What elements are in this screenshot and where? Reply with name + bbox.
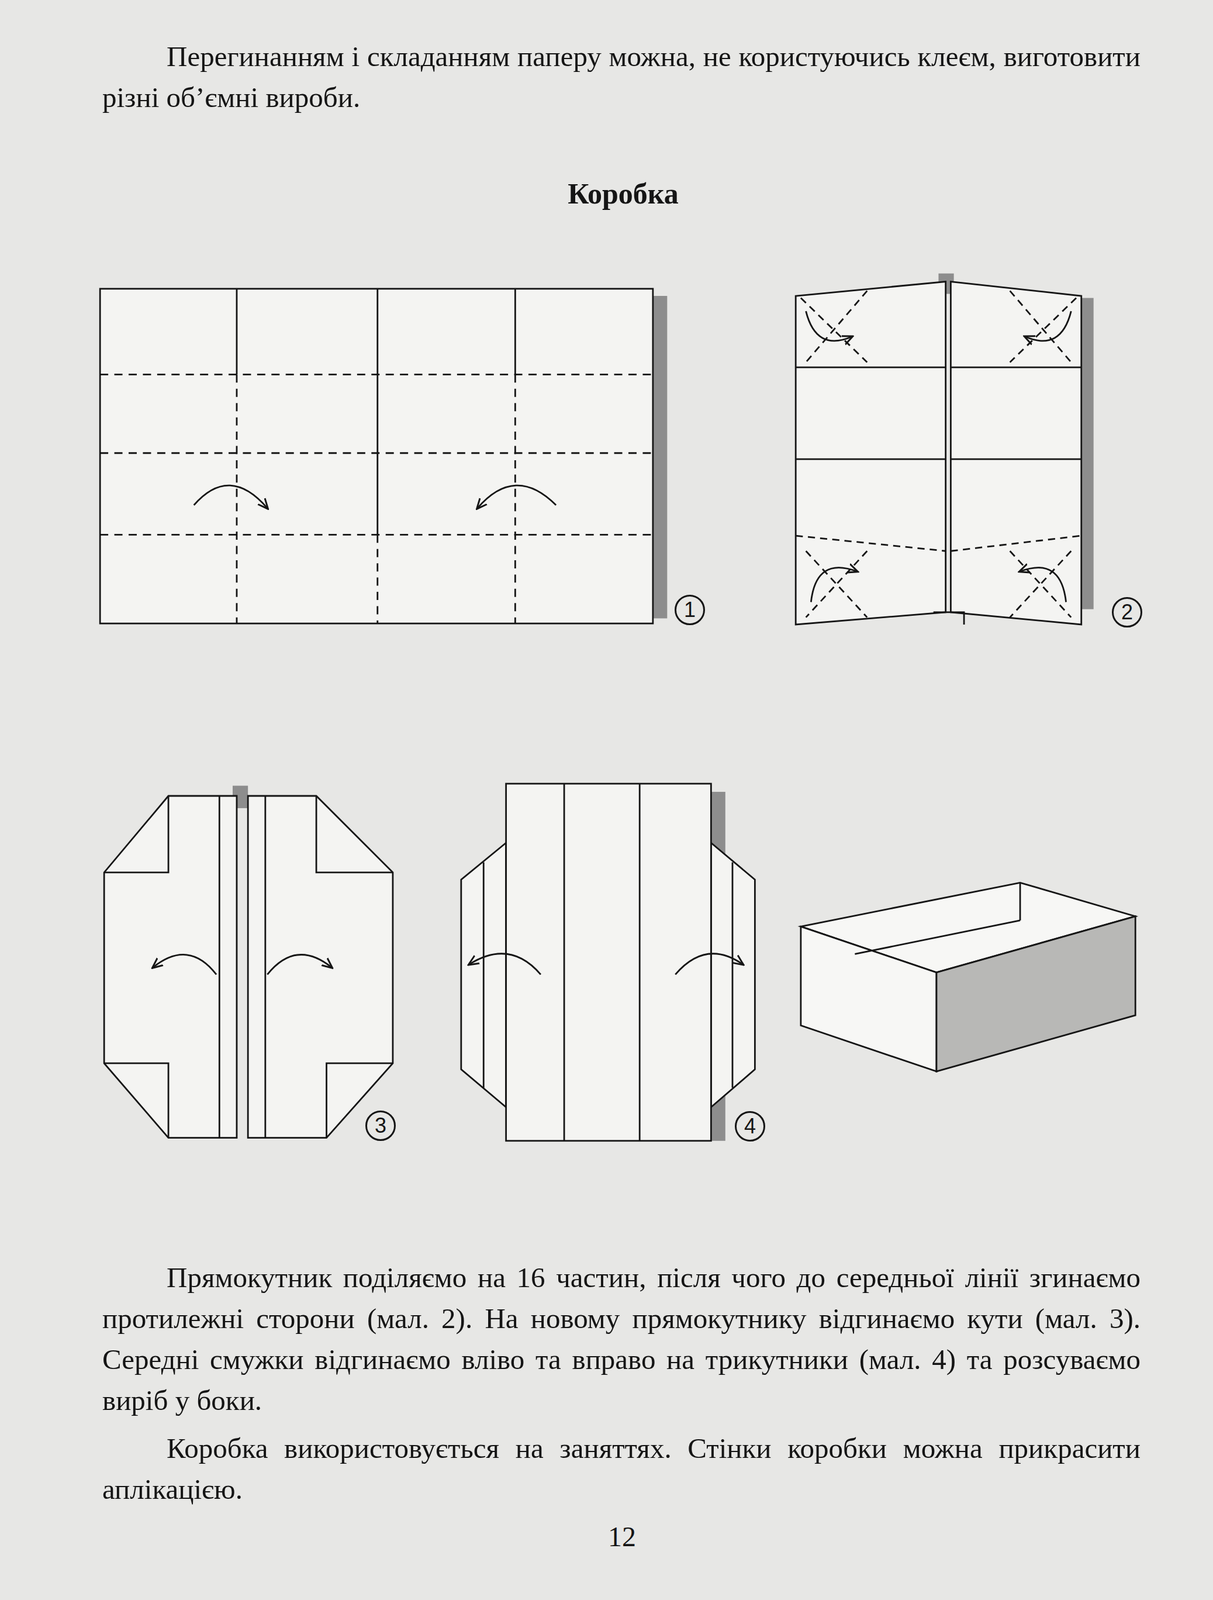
- callout-number: 3: [365, 1110, 396, 1141]
- callout-number: 1: [674, 594, 706, 625]
- callout-number: 2: [1111, 596, 1143, 628]
- body-paragraph: Прямокутник поділяємо на 16 частин, післ…: [102, 1256, 1141, 1421]
- section-title: Коробка: [567, 176, 679, 211]
- body-paragraph: Коробка використовується на заняттях. Ст…: [102, 1427, 1141, 1510]
- page-number: 12: [607, 1519, 637, 1553]
- intro-paragraph: Перегинанням і складанням паперу можна, …: [102, 36, 1141, 119]
- callout-number: 4: [734, 1110, 766, 1142]
